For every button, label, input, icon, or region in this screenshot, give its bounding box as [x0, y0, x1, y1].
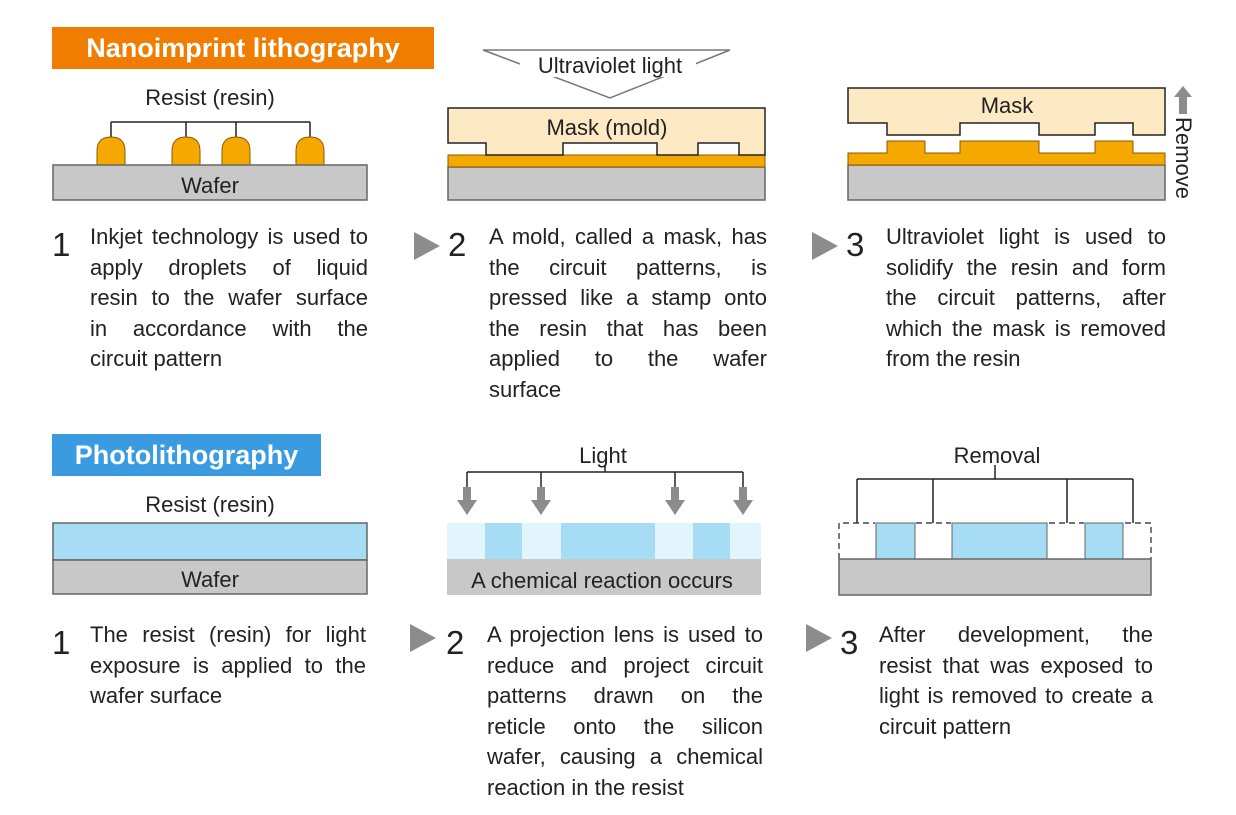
- resist-layer: [52, 522, 368, 561]
- light-arrow-icons: [457, 487, 753, 515]
- remove-label: Remove: [1171, 117, 1196, 199]
- photolithography-title: Photolithography: [52, 434, 321, 476]
- step-description: The resist (resin) for light exposure is…: [90, 622, 366, 708]
- wafer: [52, 164, 368, 201]
- mask: [847, 87, 1166, 136]
- step-description: A projection lens is used to reduce and …: [487, 622, 763, 800]
- wafer: [52, 559, 368, 595]
- chemical-reaction-label: A chemical reaction occurs: [471, 568, 733, 593]
- nanoimprint-panel3-diagram: [847, 87, 1166, 201]
- removal-label: Removal: [953, 443, 1041, 468]
- step-number: 2: [446, 624, 465, 661]
- wafer-label: Wafer: [181, 567, 239, 592]
- patterned-resin: [847, 140, 1166, 166]
- mask-mold: [447, 107, 766, 156]
- resist-bracket: [110, 121, 311, 140]
- removed-resist-outline: [838, 522, 1152, 559]
- uv-light-label: Ultraviolet light: [537, 53, 683, 78]
- wafer-label: Wafer: [181, 173, 239, 198]
- step-description: After development, the resist that was e…: [879, 622, 1153, 739]
- step-description: Inkjet technology is used to apply dropl…: [90, 224, 368, 371]
- resist-label: Resist (resin): [145, 492, 275, 517]
- mask-mold-label: Mask (mold): [546, 115, 668, 140]
- step-number: 1: [52, 624, 71, 661]
- nanoimprint-panel1-diagram: [52, 121, 368, 201]
- step-number: 3: [840, 624, 859, 661]
- step-arrow-icon: [812, 232, 838, 260]
- step-number: 1: [52, 226, 71, 263]
- step-number: 3: [846, 226, 865, 263]
- step-description: A mold, called a mask, has the circuit p…: [489, 224, 767, 402]
- resin-droplets: [96, 136, 325, 166]
- photolithography-panel2-diagram: [447, 465, 761, 595]
- step-arrow-icon: [806, 624, 832, 652]
- uv-light-arrow: [482, 49, 731, 99]
- wafer: [447, 166, 766, 201]
- remaining-resist: [875, 522, 1124, 560]
- mask-label: Mask: [980, 93, 1034, 118]
- light-bracket: [466, 465, 744, 487]
- wafer: [447, 559, 761, 595]
- light-label: Light: [579, 443, 627, 468]
- step-arrow-icon: [414, 232, 440, 260]
- wafer: [838, 558, 1152, 596]
- photolithography-panel3-diagram: [838, 465, 1152, 596]
- step-description: Ultraviolet light is used to solidify th…: [886, 224, 1166, 371]
- unexposed-resist: [485, 523, 730, 559]
- nanoimprint-title: Nanoimprint lithography: [52, 27, 434, 69]
- step-arrow-icon: [410, 624, 436, 652]
- resist-label: Resist (resin): [145, 85, 275, 110]
- photolithography-panel1-diagram: [52, 522, 368, 595]
- remove-arrow-icon: [1174, 86, 1192, 114]
- step-number: 2: [448, 226, 467, 263]
- wafer: [847, 164, 1166, 201]
- nanoimprint-panel2-diagram: [447, 107, 766, 201]
- removal-bracket: [856, 465, 1134, 523]
